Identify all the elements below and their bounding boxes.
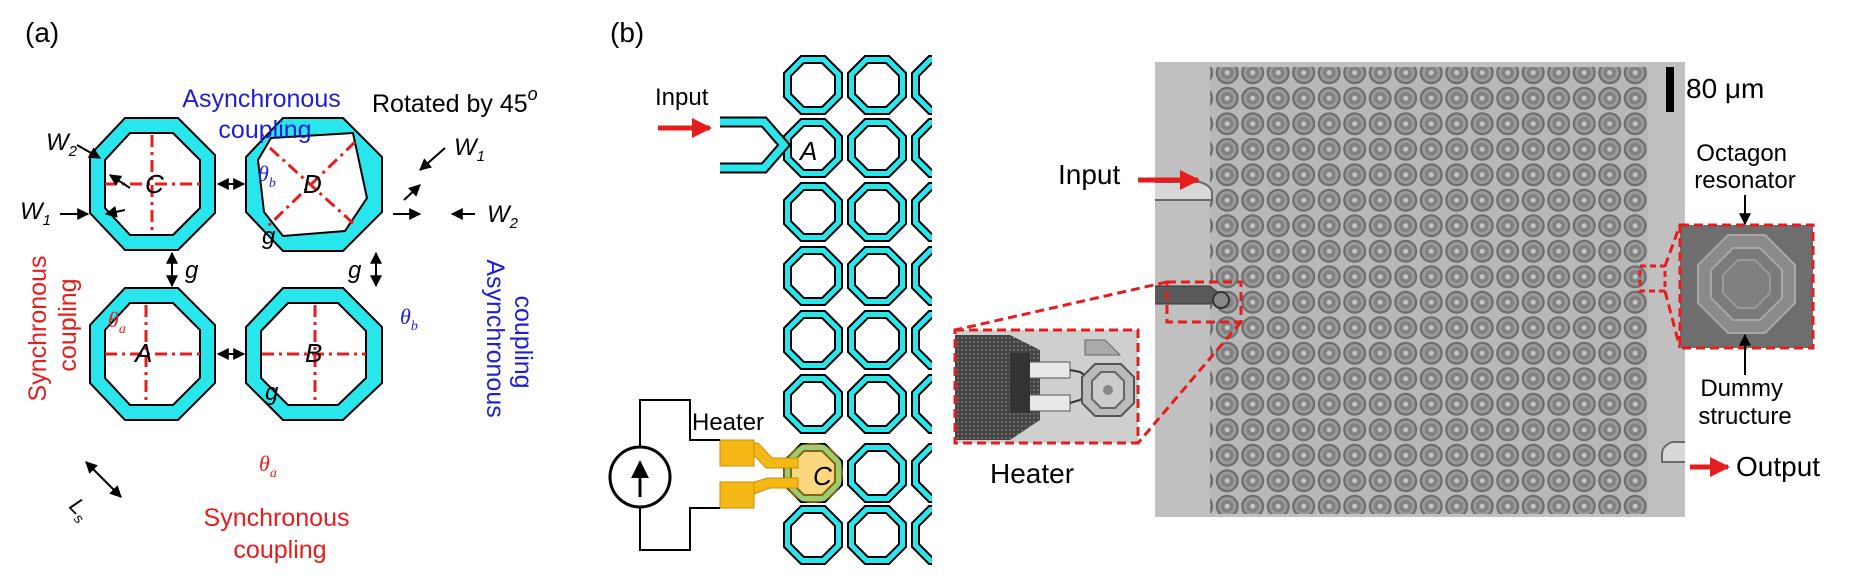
octagon-resonator xyxy=(783,118,843,178)
octagon-resonator xyxy=(783,246,843,306)
micrograph: 80 μm Input Output Heater xyxy=(953,62,1820,517)
resonator-d-label: D xyxy=(303,169,322,199)
ls-arrow xyxy=(85,461,122,498)
axis-line xyxy=(266,140,357,228)
async-right-label: Asynchronous coupling xyxy=(481,259,537,424)
rotated-label: Rotated by 45o xyxy=(372,84,538,118)
axis-line xyxy=(268,146,357,227)
octagon-resonator xyxy=(783,374,843,434)
resonator-c-label: C xyxy=(813,461,832,491)
octagon-resonator xyxy=(847,246,907,306)
w2-arrow xyxy=(76,144,102,159)
octagon-resonator xyxy=(783,505,843,565)
sync-left-label: Synchronous coupling xyxy=(24,249,82,402)
dummy-structure-label: Dummy structure xyxy=(1698,375,1791,430)
output-waveguide xyxy=(1661,441,1685,463)
theta-b-label: θb xyxy=(258,161,276,191)
w1-label: W1 xyxy=(20,198,51,229)
gap-label: g xyxy=(348,257,362,284)
octagon-resonator xyxy=(847,55,907,115)
input-waveguide xyxy=(1155,181,1213,201)
octagon-resonator xyxy=(783,182,843,242)
gap-label: g xyxy=(185,257,199,284)
heater-label: Heater xyxy=(692,409,764,436)
resonator-c: C xyxy=(89,117,216,251)
resonator-b: B xyxy=(245,287,383,421)
w1-label: W1 xyxy=(454,134,485,165)
input-label: Input xyxy=(655,84,709,111)
resonator-d: D xyxy=(245,117,383,252)
octagon-resonator xyxy=(847,443,907,503)
input-waveguide xyxy=(720,116,792,174)
input-label: Input xyxy=(1058,159,1120,190)
octagon-resonator xyxy=(783,55,843,115)
resonator-array xyxy=(1210,67,1648,514)
ls-label: Ls xyxy=(62,493,95,526)
scale-bar xyxy=(1666,67,1674,112)
zoom-line xyxy=(1663,290,1682,349)
resonator-c-label: C xyxy=(145,169,164,199)
grid-crop xyxy=(932,50,972,583)
gap-label: g xyxy=(265,379,279,406)
scale-label: 80 μm xyxy=(1686,73,1764,104)
octagon-resonator-label: Octagon resonator xyxy=(1694,140,1795,194)
heater-pads xyxy=(1155,285,1221,305)
resonator-a-label: A xyxy=(133,338,152,368)
heater-electrodes xyxy=(719,439,799,509)
octagon-resonator xyxy=(783,310,843,370)
output-label: Output xyxy=(1736,451,1820,482)
theta-a-label: θa xyxy=(108,307,126,337)
zoom-line xyxy=(1136,321,1243,444)
zoom-line xyxy=(954,280,1168,332)
heater-zoom-source xyxy=(1165,280,1243,324)
gap-label: g xyxy=(262,223,276,250)
heater-zoom-inset xyxy=(953,328,1140,445)
w1-arrow xyxy=(419,147,446,171)
zoom-line xyxy=(1663,224,1682,267)
octagon-resonator xyxy=(847,505,907,565)
resonator-a-inner xyxy=(104,302,201,406)
w1-arrow xyxy=(403,184,421,201)
octagon-zoom-source xyxy=(1638,264,1667,293)
w1-arrow xyxy=(108,174,131,189)
async-top-label: Asynchronous coupling xyxy=(182,85,347,144)
resonator-a: A xyxy=(89,287,216,421)
w1-arrow xyxy=(104,205,126,218)
octagon-resonator xyxy=(847,118,907,178)
panel-a: (a) C D A xyxy=(20,17,538,564)
panel-b: (b) Input A C Heater xyxy=(608,17,972,583)
octagon-resonator xyxy=(847,182,907,242)
heated-resonator xyxy=(1212,291,1230,309)
resonator-a-label: A xyxy=(798,136,817,166)
octagon-resonator xyxy=(847,310,907,370)
w2-label: W2 xyxy=(46,129,78,160)
octagon-zoom-inset xyxy=(1678,223,1815,350)
octagon-resonator xyxy=(847,374,907,434)
panel-a-label: (a) xyxy=(25,17,59,48)
current-source-circuit xyxy=(608,399,720,551)
theta-a-label: θa xyxy=(259,451,277,481)
sync-bottom-label: Synchronous coupling xyxy=(204,504,357,564)
resonator-c-inner xyxy=(104,132,201,236)
w2-label: W2 xyxy=(487,201,519,232)
panel-b-label: (b) xyxy=(610,17,644,48)
resonator-b-label: B xyxy=(305,338,322,368)
heater-label: Heater xyxy=(990,458,1074,489)
theta-b-label: θb xyxy=(400,304,418,334)
octagon-grid xyxy=(783,50,972,583)
